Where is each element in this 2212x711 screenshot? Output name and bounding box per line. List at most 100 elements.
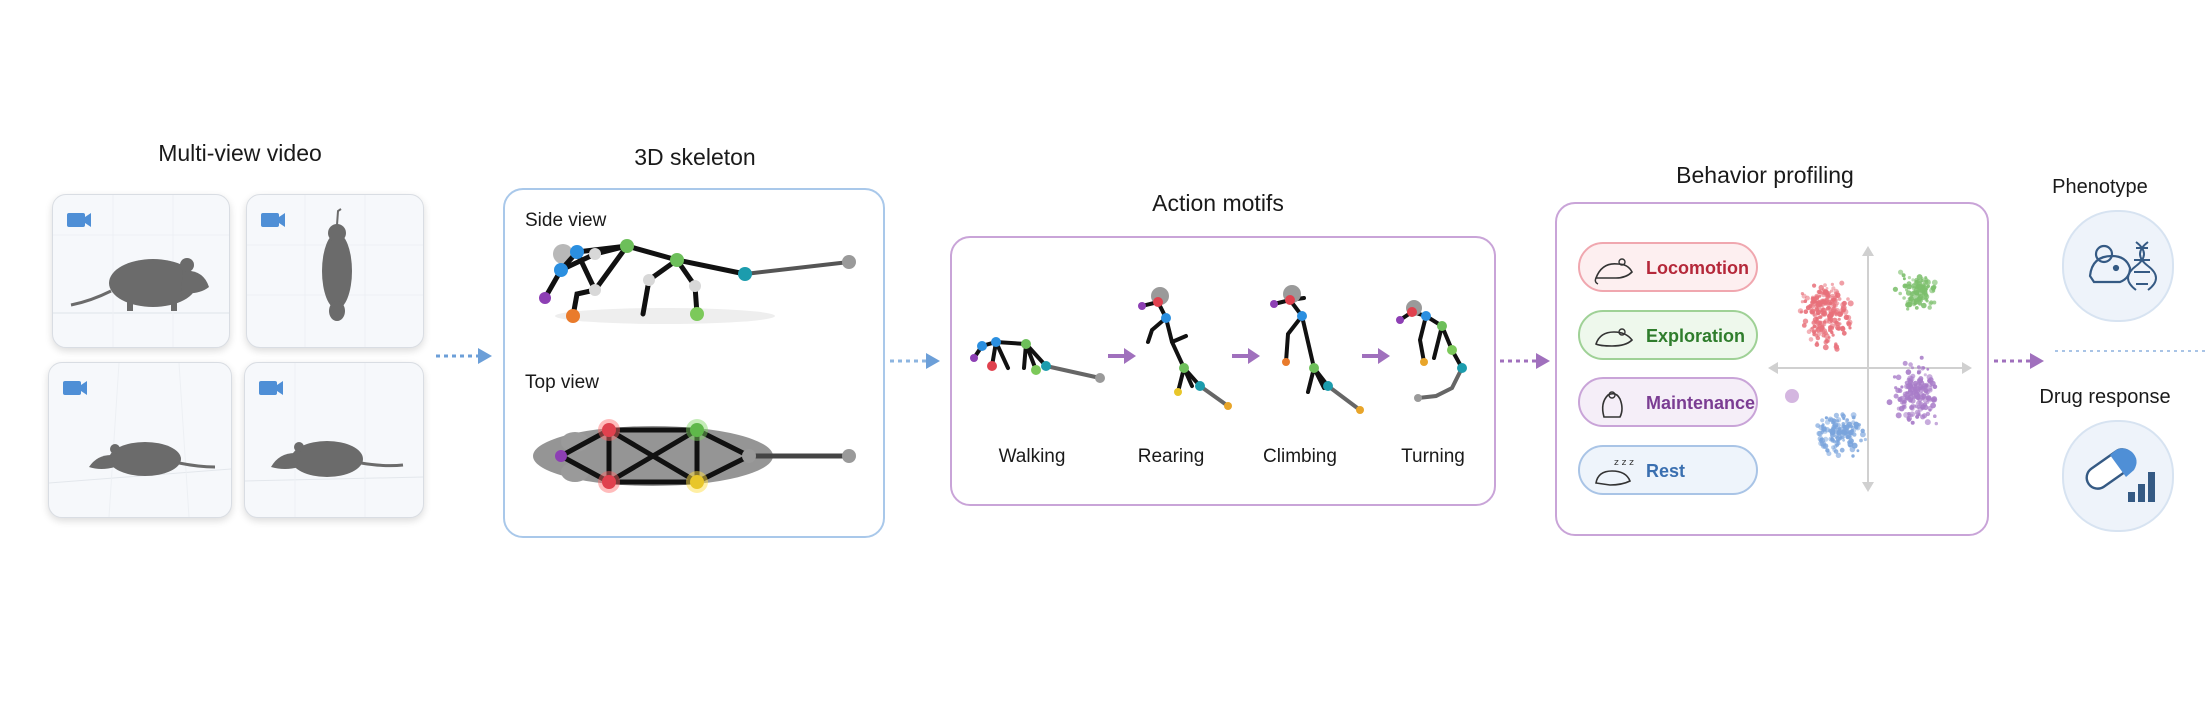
cluster-point [1823, 289, 1830, 296]
cluster-point [1909, 411, 1915, 417]
cluster-point [1931, 398, 1935, 402]
cluster-point [1832, 303, 1837, 308]
top-view-label: Top view [525, 372, 599, 393]
cluster-point [1926, 385, 1933, 392]
cluster-point [1846, 321, 1852, 327]
cluster-point [1911, 394, 1917, 399]
bar-chart-icon [2128, 472, 2155, 502]
motifs-panel: Walking Rearing Climbing Turning [950, 236, 1496, 506]
cluster-point [1817, 320, 1823, 326]
cluster-point [1830, 433, 1835, 438]
cluster-point [1902, 283, 1908, 289]
cluster-point [1833, 344, 1840, 350]
camera-icon [63, 381, 87, 395]
cluster-point [1918, 297, 1923, 302]
cluster-point [1824, 416, 1828, 420]
cluster-point [1920, 277, 1924, 281]
cluster-point [1826, 299, 1832, 305]
cluster-point [1863, 437, 1867, 442]
camera-view-2 [246, 194, 424, 348]
cluster-point [1835, 435, 1841, 441]
camera-view-4 [244, 362, 424, 518]
cluster-point [1915, 382, 1921, 387]
cluster-point [1831, 445, 1836, 450]
cluster-point [1892, 375, 1897, 379]
phenotype-title: Phenotype [2052, 176, 2148, 198]
cluster-point [1905, 369, 1912, 375]
behavior-pill-maintenance: Maintenance [1578, 377, 1758, 427]
cluster-point [1892, 286, 1898, 292]
cluster-point [1926, 367, 1930, 371]
cluster-point [1910, 386, 1916, 392]
cluster-point [1854, 424, 1859, 430]
cluster-point [1929, 300, 1934, 305]
cluster-point [1900, 401, 1904, 405]
cluster-point [1916, 279, 1921, 283]
sniffing-mouse-icon [1595, 328, 1634, 347]
cluster-point [1827, 318, 1833, 324]
skeleton-title: 3D skeleton [634, 144, 756, 170]
cluster-point [1917, 397, 1923, 402]
cluster-point [1895, 412, 1902, 419]
cluster-point [1924, 382, 1929, 388]
cluster-1 [1892, 269, 1938, 311]
motif-turning-skeleton [1398, 309, 1464, 400]
cluster-point [1924, 419, 1931, 426]
mouse-side-silhouette [70, 258, 209, 311]
cluster-point [1904, 396, 1909, 401]
cluster-point [1834, 312, 1839, 317]
cluster-point [1930, 380, 1936, 387]
cluster-point [1829, 323, 1835, 329]
camera-view-1-art [53, 195, 229, 347]
cluster-point [1860, 428, 1865, 433]
cluster-point [1826, 451, 1832, 457]
cluster-point [1907, 375, 1913, 381]
cluster-point [1815, 423, 1821, 428]
mouse-head-icon [2088, 244, 2132, 284]
skeleton-drawing [533, 239, 856, 493]
cluster-point [1849, 440, 1853, 444]
cluster-point [1907, 397, 1914, 403]
cluster-point [1811, 321, 1815, 325]
cluster-point [1824, 331, 1828, 336]
cluster-point [1837, 297, 1842, 301]
cluster-point [1845, 421, 1849, 425]
cluster-point [1803, 299, 1808, 303]
cluster-point [1900, 385, 1904, 389]
cluster-point [1816, 430, 1822, 437]
profiling-title: Behavior profiling [1676, 162, 1854, 188]
cluster-point [1913, 300, 1918, 305]
cluster-point [1815, 316, 1819, 320]
behavior-label-rest: Rest [1646, 461, 1686, 481]
cluster-point [1913, 287, 1920, 293]
cluster-point [1847, 424, 1851, 428]
cluster-point [1907, 276, 1911, 280]
motif-rearing-skeleton [1140, 299, 1230, 408]
cluster-point [1825, 287, 1829, 290]
cluster-point [1898, 269, 1904, 275]
cluster-point [1921, 284, 1925, 289]
cluster-point [1934, 421, 1938, 426]
cluster-point [1823, 300, 1827, 304]
cluster-point [1923, 373, 1927, 377]
cluster-point [1894, 386, 1898, 390]
cluster-point [1898, 291, 1902, 296]
cluster-point [1831, 426, 1836, 431]
cluster-point [1852, 416, 1856, 420]
cluster-point [1859, 438, 1863, 443]
motif-label-turning: Turning [1401, 446, 1465, 467]
cluster-point [1815, 302, 1821, 308]
cluster-point [1815, 341, 1819, 345]
cluster-point [1902, 360, 1908, 366]
cluster-point [1823, 283, 1827, 287]
cluster-point [1917, 365, 1921, 369]
camera-icon [67, 213, 91, 227]
cluster-point [1851, 454, 1855, 458]
cluster-point [1827, 418, 1832, 422]
cluster-point [1905, 391, 1909, 395]
cluster-point [1833, 449, 1839, 454]
cluster-point [1902, 277, 1906, 281]
cluster-point [1837, 441, 1841, 446]
cluster-point [1831, 301, 1835, 304]
sleeping-mouse-icon: z z z [1595, 458, 1634, 486]
